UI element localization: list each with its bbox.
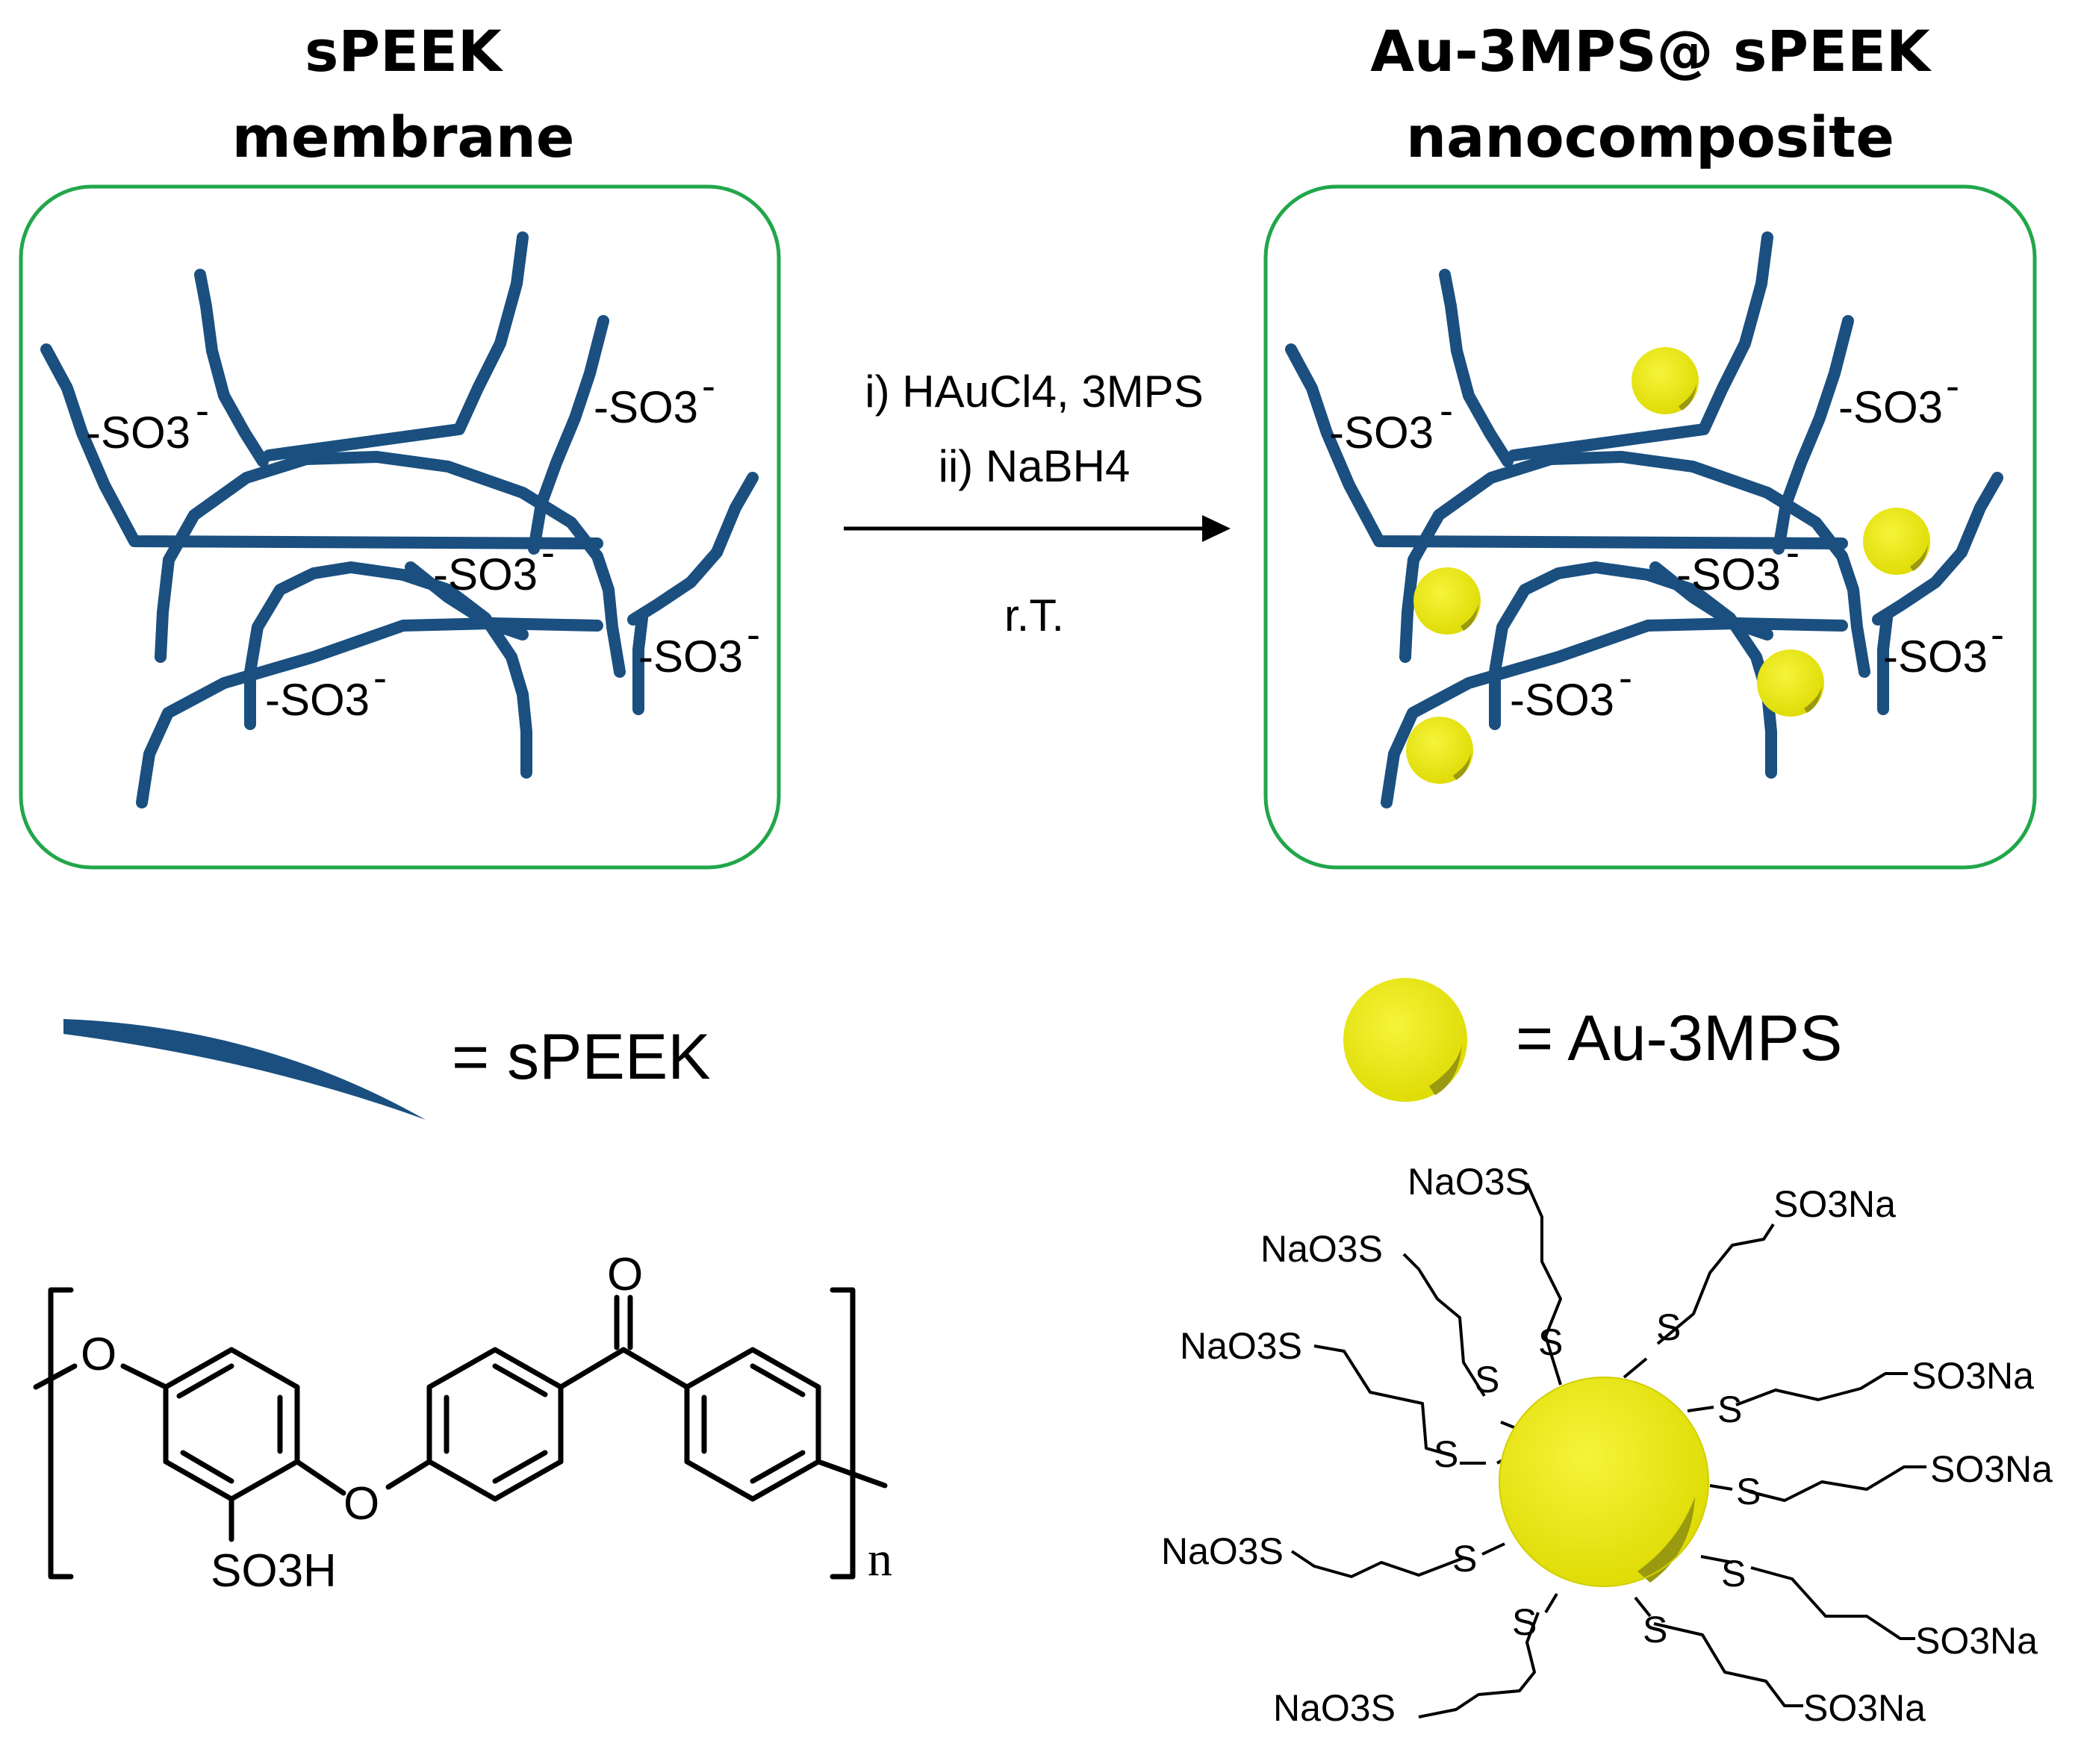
left-group-3: -SO3: [433, 549, 538, 599]
au-3mps-particle-structure: S S S S S S S S S S NaO3S SO3Na NaO3S Na…: [1161, 1161, 2053, 1729]
legend-speek-label: = sPEEK: [452, 1021, 711, 1093]
terminal-naO3s: NaO3S: [1161, 1530, 1284, 1572]
oxygen-atom-carbonyl: O: [607, 1249, 643, 1300]
left-group-2: -SO3: [594, 382, 698, 432]
legend-au-label: = Au-3MPS: [1516, 1003, 1842, 1074]
bond-ring3-terminal: [815, 1459, 888, 1489]
ring-3-double-bond: [750, 1450, 806, 1484]
left-charge-3: -: [541, 530, 555, 575]
terminal-so3na: SO3Na: [1912, 1355, 2034, 1397]
right-title-line1: Au-3MPS@ sPEEK: [1370, 18, 1932, 84]
bond-o2-ring2: [385, 1459, 432, 1490]
reaction-arrow-head: [1202, 515, 1231, 542]
gold-particle: [1406, 717, 1473, 784]
terminal-naO3s: NaO3S: [1273, 1687, 1396, 1729]
ring-1-double-bond: [180, 1450, 234, 1484]
right-group-3: -SO3: [1676, 549, 1781, 599]
left-polymer-network: [46, 237, 753, 802]
left-charge-2: -: [702, 364, 715, 408]
sulfonate-terminals: NaO3S SO3Na NaO3S NaO3S SO3Na SO3Na SO3N…: [1161, 1161, 2053, 1729]
legend-au: = Au-3MPS: [1343, 978, 1842, 1102]
right-title-line2: nanocomposite: [1406, 104, 1894, 170]
gold-particle: [1863, 508, 1930, 575]
s-atom: S: [1512, 1601, 1537, 1643]
terminal-bond: [33, 1363, 78, 1390]
s-atom: S: [1717, 1389, 1742, 1430]
thiol-sulfur-atoms: S S S S S S S S S S: [1434, 1306, 1761, 1651]
ring-2-double-bond: [492, 1450, 548, 1484]
right-panel: Au-3MPS@ sPEEK nanocomposite -SO3 - -SO3…: [1263, 18, 2037, 870]
gold-particle: [1413, 567, 1481, 635]
s-atom: S: [1434, 1433, 1458, 1475]
s-atom: S: [1475, 1359, 1499, 1400]
right-group-5: -SO3: [1510, 675, 1614, 725]
sulfonic-acid-group: SO3H: [211, 1545, 337, 1597]
reaction-arrow-block: i) HAuCl4, 3MPS ii) NaBH4 r.T.: [844, 367, 1231, 641]
bond-ring2-carbonyl: [558, 1347, 626, 1390]
terminal-naO3s: NaO3S: [1408, 1161, 1530, 1203]
reaction-step-2: ii) NaBH4: [939, 441, 1130, 491]
right-charge-2: -: [1946, 364, 1959, 408]
right-charge-5: -: [1619, 655, 1632, 700]
s-atom: S: [1452, 1538, 1477, 1580]
repeat-index: n: [868, 1532, 892, 1586]
s-atom: S: [1721, 1553, 1746, 1595]
ring-2-double-bond: [492, 1363, 548, 1397]
left-group-4: -SO3: [638, 632, 743, 682]
right-group-2: -SO3: [1838, 382, 1943, 432]
legend-speek: = sPEEK: [63, 1019, 711, 1120]
right-membrane-box: [1263, 184, 2037, 870]
right-charge-4: -: [1991, 612, 2004, 657]
left-group-5: -SO3: [265, 675, 370, 725]
right-gold-particles: [1406, 347, 1930, 784]
ring-1-double-bond: [176, 1363, 234, 1399]
s-atom: S: [1643, 1609, 1667, 1651]
gold-particle: [1757, 649, 1824, 717]
left-charge-5: -: [373, 655, 387, 700]
ring-3-double-bond: [750, 1363, 806, 1397]
left-title-line2: membrane: [232, 104, 575, 170]
terminal-so3na: SO3Na: [1773, 1183, 1896, 1225]
right-charge-3: -: [1786, 530, 1800, 575]
bond-o1-ring1: [120, 1363, 169, 1390]
right-charge-1: -: [1440, 388, 1453, 433]
right-group-1: -SO3: [1329, 408, 1434, 458]
oxygen-atom-1: O: [81, 1329, 116, 1380]
oxygen-atom-2: O: [343, 1478, 379, 1530]
left-title-line1: sPEEK: [305, 18, 504, 84]
terminal-so3na: SO3Na: [1930, 1448, 2053, 1490]
bond-ring1-o2: [294, 1459, 346, 1496]
terminal-naO3s: NaO3S: [1180, 1325, 1302, 1367]
gold-particle: [1632, 347, 1699, 414]
terminal-so3na: SO3Na: [1803, 1687, 1926, 1729]
left-charge-1: -: [196, 388, 209, 433]
right-group-4: -SO3: [1883, 632, 1988, 682]
left-membrane-box: [19, 184, 781, 870]
left-group-1: -SO3: [86, 408, 190, 458]
bond-carbonyl-ring3: [620, 1347, 690, 1390]
s-atom: S: [1736, 1471, 1761, 1512]
legend-gold-particle: [1343, 978, 1467, 1102]
speek-repeat-unit-structure: n O SO3H O O: [33, 1249, 892, 1597]
s-atom: S: [1538, 1321, 1563, 1363]
gold-core: [1499, 1377, 1709, 1587]
speek-strand-swatch: [63, 1019, 426, 1120]
terminal-naO3s: NaO3S: [1260, 1228, 1383, 1270]
s-atom: S: [1656, 1306, 1681, 1348]
terminal-so3na: SO3Na: [1915, 1620, 2038, 1662]
left-panel: sPEEK membrane -SO3 - -SO3 - -SO3 - -SO3…: [19, 18, 781, 870]
left-charge-4: -: [747, 612, 760, 657]
left-bracket: [48, 1287, 74, 1580]
right-bracket: [830, 1287, 856, 1580]
reaction-step-1: i) HAuCl4, 3MPS: [865, 367, 1203, 417]
reaction-condition: r.T.: [1004, 590, 1064, 641]
